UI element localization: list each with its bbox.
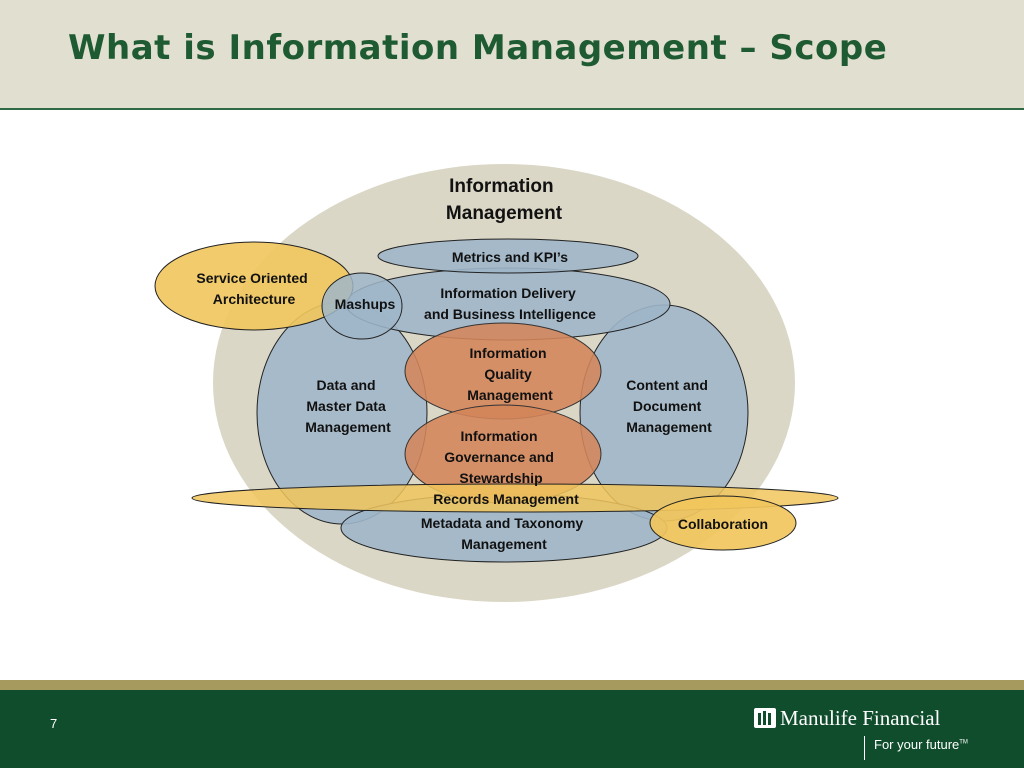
information-management-label: Information Management xyxy=(446,176,563,224)
mashups-ellipse xyxy=(321,272,403,340)
logo-tagline: For your futureTM xyxy=(874,737,968,752)
service-oriented-architecture-label: Service Oriented Architecture xyxy=(196,270,311,307)
tagline-text: For your future xyxy=(874,737,960,752)
metadata-taxonomy-label: Metadata and Taxonomy Management xyxy=(421,515,587,552)
manulife-logo: Manulife Financial For your futureTM xyxy=(754,706,984,766)
service-oriented-architecture-ellipse xyxy=(154,241,354,331)
master-data-label: Data and Master Data Management xyxy=(305,377,391,435)
logo-name: Manulife Financial xyxy=(780,706,941,730)
page-number: 7 xyxy=(50,716,58,731)
information-governance-label: Information Governance and Stewardship xyxy=(444,428,558,486)
logo-divider xyxy=(864,736,865,760)
information-quality-label: Information Quality Management xyxy=(467,345,553,403)
footer-accent-band xyxy=(0,680,1024,690)
collaboration-ellipse xyxy=(649,495,797,551)
footer: 7 Manulife Financial For your futureTM xyxy=(0,690,1024,768)
metrics-kpi-ellipse xyxy=(377,238,639,274)
header-band: What is Information Management – Scope xyxy=(0,0,1024,110)
slide-title: What is Information Management – Scope xyxy=(68,28,888,68)
metrics-kpi-label: Metrics and KPI’s xyxy=(452,249,568,265)
mashups-label: Mashups xyxy=(335,296,396,312)
trademark-mark: TM xyxy=(959,739,968,746)
records-management-label: Records Management xyxy=(433,491,579,507)
collaboration-label: Collaboration xyxy=(678,516,768,532)
information-delivery-label: Information Delivery and Business Intell… xyxy=(424,285,596,322)
manulife-mark-icon xyxy=(754,708,776,728)
content-document-label: Content and Document Management xyxy=(626,377,712,435)
